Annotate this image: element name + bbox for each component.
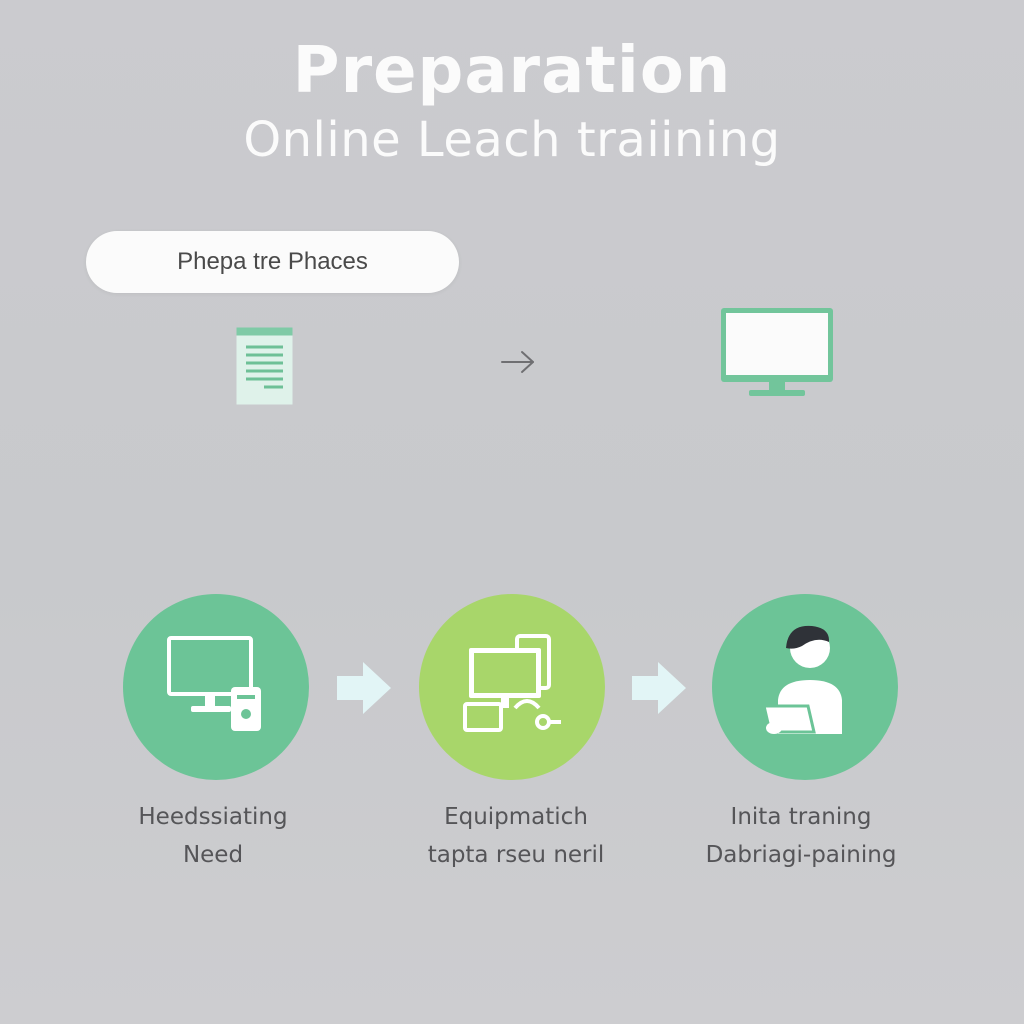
person-laptop-icon [762, 625, 842, 734]
step-circle-3 [712, 594, 898, 780]
document-icon [236, 327, 293, 405]
step-arrow-1 [337, 662, 391, 714]
phase-pill-label: Phepa tre Phaces [177, 248, 368, 275]
step-arrow-2 [632, 662, 686, 714]
arrow-right-icon [501, 351, 534, 373]
page-title: Preparation [292, 34, 732, 108]
step-label-3-line1: Inita traning [730, 804, 872, 830]
step-label-3: Inita traning Dabriagi-paining [651, 798, 951, 874]
step-label-3-line2: Dabriagi-paining [705, 842, 897, 868]
step-label-1: Heedssiating Need [63, 798, 363, 874]
monitor-icon [721, 308, 833, 396]
step-label-2-line1: Equipmatich [444, 804, 588, 830]
desktop-computer-icon [167, 636, 261, 731]
step-label-2: Equipmatich tapta rseu neril [366, 798, 666, 874]
page-subtitle: Online Leach traiining [243, 112, 781, 168]
step-label-2-line2: tapta rseu neril [427, 842, 605, 868]
step-label-1-line1: Heedssiating [138, 804, 288, 830]
step-circle-2 [419, 594, 605, 780]
step-label-1-line2: Need [182, 842, 244, 868]
equipment-devices-icon [463, 634, 561, 732]
phase-pill[interactable]: Phepa tre Phaces [86, 231, 459, 293]
step-circle-1 [123, 594, 309, 780]
